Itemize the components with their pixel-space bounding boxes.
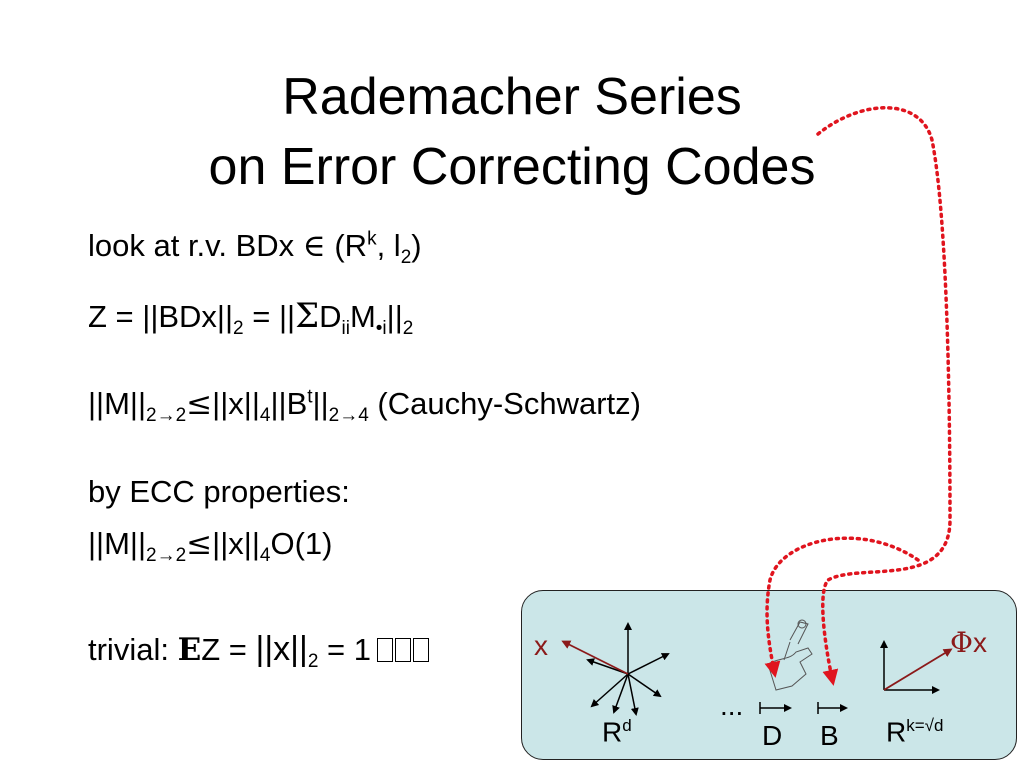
- line-ecc-properties: by ECC properties:: [88, 474, 350, 509]
- element-of-symbol: ∈: [302, 228, 326, 264]
- dotted-pointer-arrows: [764, 106, 952, 686]
- slide-title: Rademacher Series on Error Correcting Co…: [0, 62, 1024, 202]
- x-vector: [561, 640, 629, 675]
- line-trivial-expectation: trivial: EZ = ||x||2 = 1: [88, 630, 431, 673]
- expectation-symbol: E: [177, 632, 202, 668]
- sigma-symbol: Σ: [295, 296, 320, 336]
- x-label: x: [534, 630, 548, 661]
- missing-glyph-boxes: [376, 634, 431, 670]
- title-line-2: on Error Correcting Codes: [208, 138, 816, 196]
- phi-x-label: Φx: [950, 626, 987, 659]
- b-operator-arrow: [817, 702, 848, 714]
- d-label: D: [762, 720, 783, 751]
- title-line-1: Rademacher Series: [282, 68, 742, 126]
- rd-vector-star: [586, 622, 670, 716]
- rd-label: Rd: [602, 716, 632, 748]
- ellipsis: ...: [720, 690, 744, 721]
- line-cauchy-schwartz: ||M||2→2≤||x||4||Bt||2→4 (Cauchy-Schwart…: [88, 386, 641, 427]
- phi-x-vector: [883, 648, 953, 691]
- line-random-variable: look at r.v. BDx ∈ (Rk, l2): [88, 228, 422, 269]
- coin-flip-hand-icon: [767, 619, 813, 691]
- rk-label: Rk=√d: [886, 716, 944, 748]
- rk-axes: [880, 640, 940, 694]
- b-label: B: [820, 720, 839, 751]
- line-z-definition: Z = ||BDx||2 = ||ΣDiiM•i||2: [88, 296, 414, 340]
- d-operator-arrow: [759, 702, 792, 714]
- line-ecc-bound: ||M||2→2≤||x||4O(1): [88, 526, 333, 567]
